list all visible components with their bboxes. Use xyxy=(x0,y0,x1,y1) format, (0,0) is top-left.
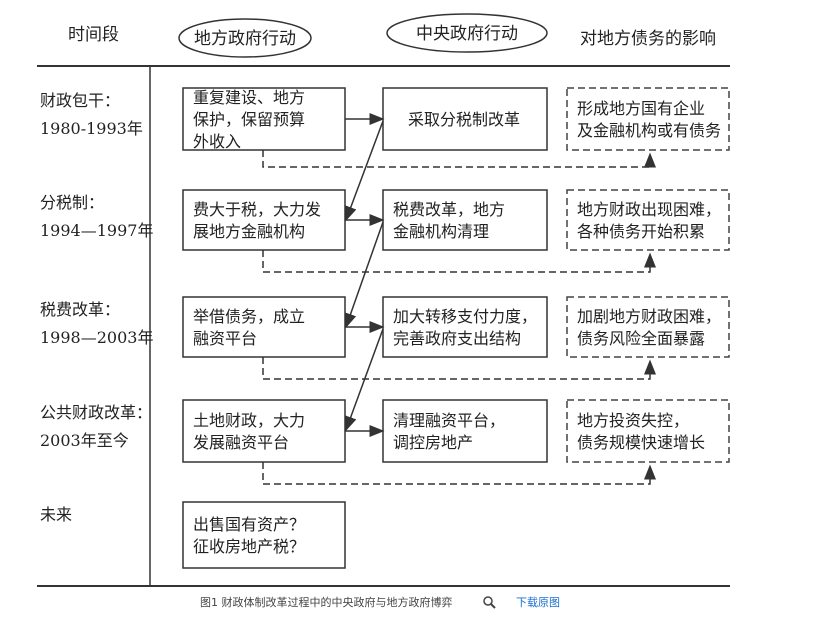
impact-text: 债务风险全面暴露 xyxy=(577,329,705,348)
period-years: 2003年至今 xyxy=(40,431,129,450)
local-box xyxy=(182,189,346,251)
impact-text: 加剧地方财政困难， xyxy=(577,307,721,326)
header-central-ellipse xyxy=(386,13,548,53)
central-text: 金融机构清理 xyxy=(393,222,489,241)
impact-text: 形成地方国有企业 xyxy=(577,99,705,118)
local-box xyxy=(182,399,346,463)
period-years: 1994—1997年 xyxy=(40,221,153,240)
dashed-impact-arrow xyxy=(262,150,656,168)
period-label: 未来 xyxy=(40,505,72,524)
central-box xyxy=(382,189,548,251)
local-text: 融资平台 xyxy=(193,329,257,348)
period-label: 税费改革： xyxy=(40,300,120,319)
header-central: 中央政府行动 xyxy=(416,24,518,44)
dashed-impact-arrow xyxy=(262,462,656,485)
central-text: 税费改革，地方 xyxy=(393,200,505,219)
local-text: 出售国有资产？ xyxy=(193,515,305,534)
period-years: 1998—2003年 xyxy=(40,328,153,347)
local-text: 外收入 xyxy=(193,132,241,151)
figure-caption: 图1 财政体制改革过程中的中央政府与地方政府博弈 xyxy=(200,595,453,609)
central-box xyxy=(382,399,548,463)
local-text: 费大于税，大力发 xyxy=(193,200,321,219)
arrow-central-to-local xyxy=(345,120,384,222)
period-label: 财政包干： xyxy=(40,91,120,110)
local-text: 土地财政，大力 xyxy=(193,411,305,430)
period-label: 公共财政改革： xyxy=(40,403,152,422)
central-text: 完善政府支出结构 xyxy=(393,329,521,348)
central-text: 清理融资平台， xyxy=(393,411,505,430)
impact-text: 债务规模快速增长 xyxy=(577,433,705,452)
local-box xyxy=(182,501,346,569)
central-box xyxy=(382,296,548,358)
local-text: 征收房地产税？ xyxy=(193,537,305,556)
local-text: 发展融资平台 xyxy=(193,433,289,452)
header-period: 时间段 xyxy=(68,25,119,45)
impact-box xyxy=(566,87,730,151)
central-text: 调控房地产 xyxy=(393,433,473,452)
local-text: 举借债务，成立 xyxy=(193,307,305,326)
magnifier-icon[interactable] xyxy=(483,596,496,609)
header-local-ellipse xyxy=(178,18,312,58)
impact-box xyxy=(566,189,730,251)
local-text: 保护，保留预算 xyxy=(193,110,305,129)
dashed-impact-arrow xyxy=(262,250,656,273)
period-years: 1980-1993年 xyxy=(40,119,143,138)
impact-box xyxy=(566,296,730,358)
impact-text: 地方投资失控， xyxy=(577,411,689,430)
central-text: 加大转移支付力度， xyxy=(393,307,537,326)
header-impact: 对地方债务的影响 xyxy=(580,29,716,49)
impact-text: 及金融机构或有债务 xyxy=(577,121,721,140)
header-local: 地方政府行动 xyxy=(194,29,296,49)
local-text: 重复建设、地方 xyxy=(193,88,305,107)
download-original-link[interactable]: 下载原图 xyxy=(516,596,560,609)
impact-text: 地方财政出现困难， xyxy=(577,200,721,219)
arrow-central-to-local xyxy=(344,221,384,329)
impact-box xyxy=(566,399,730,463)
local-text: 展地方金融机构 xyxy=(193,222,305,241)
local-box xyxy=(182,296,346,358)
central-text: 采取分税制改革 xyxy=(408,110,520,129)
period-label: 分税制： xyxy=(40,193,104,212)
dashed-impact-arrow xyxy=(262,357,656,380)
impact-text: 各种债务开始积累 xyxy=(577,222,705,241)
